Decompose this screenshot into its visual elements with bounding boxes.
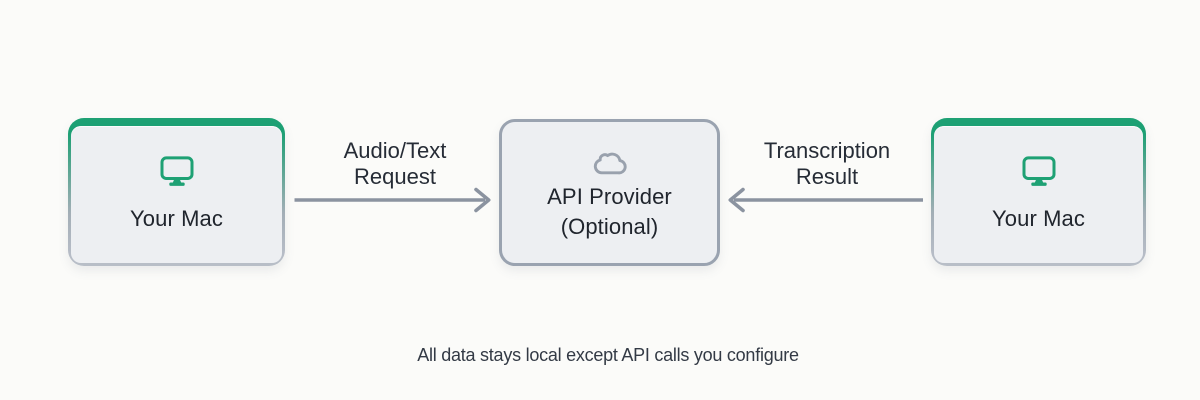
arrow-left-icon	[728, 187, 923, 213]
node-label: API Provider (Optional)	[547, 183, 672, 239]
edge-label-transcription-result: Transcription Result	[763, 138, 891, 189]
node-api-provider: API Provider (Optional)	[499, 119, 720, 266]
edge-label-audio-text-request: Audio/Text Request	[343, 138, 447, 189]
caption: All data stays local except API calls yo…	[417, 345, 799, 365]
node-label: Your Mac	[130, 205, 223, 231]
node-your-mac-left: Your Mac	[68, 118, 285, 266]
display-icon	[160, 155, 193, 186]
node-label: Your Mac	[992, 205, 1085, 231]
arrow-right-icon	[294, 187, 491, 213]
display-icon	[1022, 155, 1055, 186]
node-your-mac-right-body: Your Mac	[934, 126, 1143, 263]
node-your-mac-left-body: Your Mac	[71, 126, 282, 263]
node-your-mac-right: Your Mac	[931, 118, 1146, 266]
cloud-icon	[593, 152, 627, 174]
